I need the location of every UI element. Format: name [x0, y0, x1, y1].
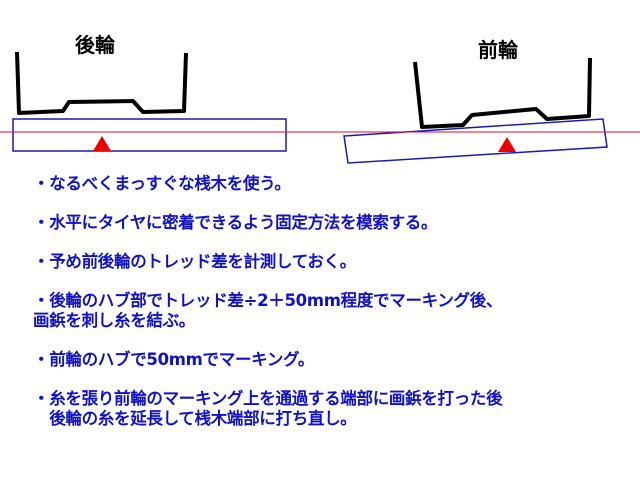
- wheel-alignment-diagram: 後輪 前輪: [0, 33, 640, 164]
- note-item: ・糸を張り前輪のマーキング上を通過する端部に画鋲を打った後 後輪の糸を延長して桟…: [33, 389, 503, 428]
- note-item: ・後輪のハブ部でトレッド差÷2＋50mm程度でマーキング後、 画鋲を刺し糸を結ぶ…: [33, 291, 503, 330]
- rear-hub-marker: [93, 136, 111, 151]
- rear-tire-profile: [15, 51, 188, 115]
- front-hub-marker: [498, 137, 516, 152]
- note-item: ・予め前後輪のトレッド差を計測しておく。: [33, 252, 357, 271]
- rear-board: [12, 118, 287, 152]
- instruction-notes: ・なるべくまっすぐな桟木を使う。 ・水平にタイヤに密着できるよう固定方法を模索す…: [33, 174, 623, 448]
- front-board: [343, 118, 608, 164]
- note-item: ・前輪のハブで50mmでマーキング。: [33, 350, 315, 369]
- front-wheel-label: 前輪: [478, 38, 519, 62]
- rear-wheel-label: 後輪: [75, 33, 116, 57]
- note-item: ・水平にタイヤに密着できるよう固定方法を模索する。: [33, 213, 438, 232]
- front-tire-profile: [413, 57, 592, 129]
- note-item: ・なるべくまっすぐな桟木を使う。: [33, 174, 291, 193]
